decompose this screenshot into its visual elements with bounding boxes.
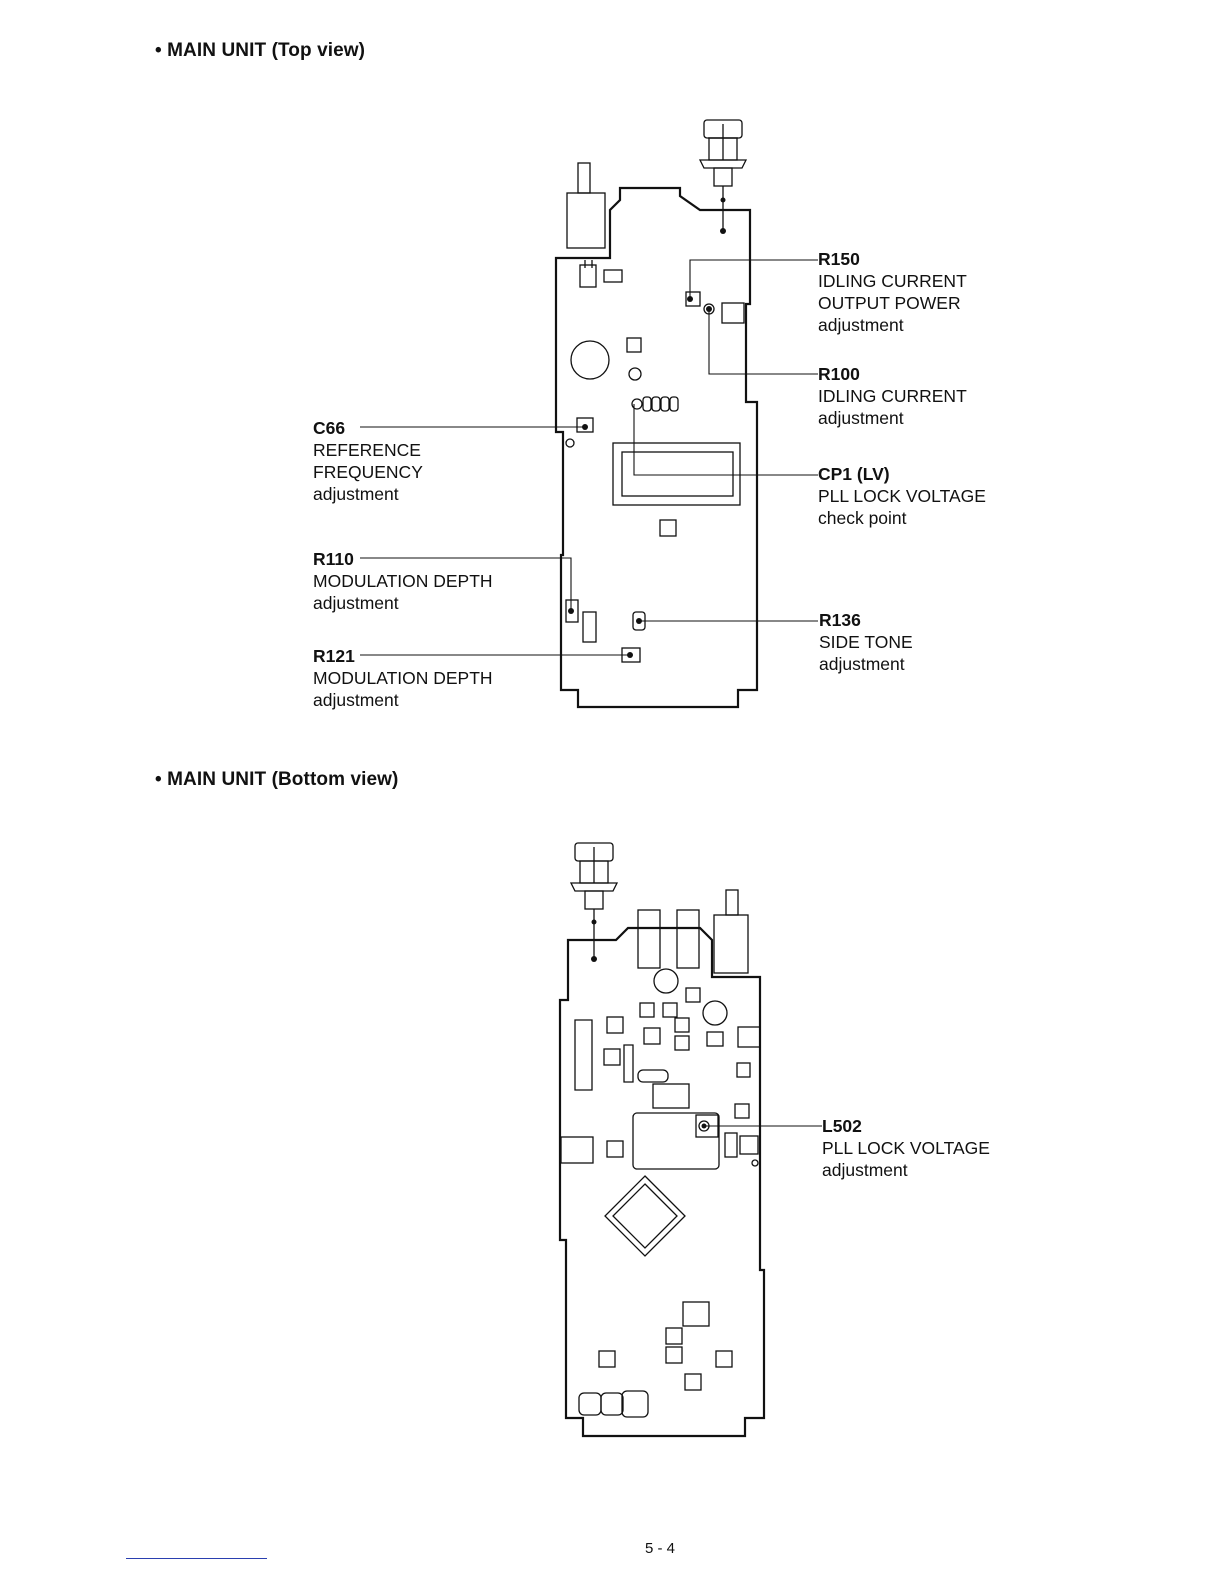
callout-r150-line-3: adjustment <box>818 315 904 335</box>
callout-r121-ref: R121 <box>313 646 355 666</box>
callout-l502-ref: L502 <box>822 1116 862 1136</box>
page-number: 5 - 4 <box>645 1540 676 1557</box>
leader-r150 <box>689 259 818 298</box>
heading-bottom-view: • MAIN UNIT (Bottom view) <box>155 769 399 790</box>
callout-r100-ref: R100 <box>818 364 860 384</box>
callout-r136: R136 SIDE TONE adjustment <box>819 609 913 675</box>
callout-r100-line-1: IDLING CURRENT <box>818 386 967 406</box>
bottom-view-leaders <box>698 1120 822 1132</box>
top-view-leaders <box>360 259 818 658</box>
callout-r100-line-2: adjustment <box>818 408 904 428</box>
callout-r121-line-1: MODULATION DEPTH <box>313 668 493 688</box>
callout-l502: L502 PLL LOCK VOLTAGE adjustment <box>822 1115 990 1181</box>
callout-c66-line-1: REFERENCE <box>313 440 421 460</box>
callout-r136-line-2: adjustment <box>819 654 905 674</box>
callout-r150-line-1: IDLING CURRENT <box>818 271 967 291</box>
footer-rule <box>126 1558 267 1559</box>
top-antenna-connector <box>698 119 748 234</box>
callout-r100: R100 IDLING CURRENT adjustment <box>818 363 967 429</box>
callout-l502-line-2: adjustment <box>822 1160 908 1180</box>
bottom-view-board <box>558 842 766 1438</box>
leader-r100 <box>708 309 818 375</box>
leader-cp1 <box>633 458 818 476</box>
callout-r150-line-2: OUTPUT POWER <box>818 293 961 313</box>
callout-r110-line-1: MODULATION DEPTH <box>313 571 493 591</box>
leader-r110 <box>360 557 572 611</box>
callout-r136-line-1: SIDE TONE <box>819 632 913 652</box>
callout-cp1-ref: CP1 (LV) <box>818 464 890 484</box>
callout-c66: C66 REFERENCE FREQUENCY adjustment <box>313 417 423 505</box>
callout-l502-line-1: PLL LOCK VOLTAGE <box>822 1138 990 1158</box>
callout-c66-ref: C66 <box>313 418 346 438</box>
callout-cp1-line-1: PLL LOCK VOLTAGE <box>818 486 986 506</box>
callout-r110: R110 MODULATION DEPTH adjustment <box>313 548 493 614</box>
callout-cp1: CP1 (LV) PLL LOCK VOLTAGE check point <box>818 463 986 529</box>
callout-r121-line-2: adjustment <box>313 690 399 710</box>
top-view-board <box>554 119 759 709</box>
bottom-board-outline <box>558 926 766 1438</box>
bottom-antenna-connector <box>569 842 619 962</box>
callout-r121: R121 MODULATION DEPTH adjustment <box>313 645 493 711</box>
top-board-outline <box>554 186 759 709</box>
callout-r150-ref: R150 <box>818 249 860 269</box>
callout-r150: R150 IDLING CURRENT OUTPUT POWER adjustm… <box>818 248 967 336</box>
callout-c66-line-2: FREQUENCY <box>313 462 423 482</box>
callout-r110-ref: R110 <box>313 549 354 569</box>
callout-c66-line-3: adjustment <box>313 484 399 504</box>
heading-top-view: • MAIN UNIT (Top view) <box>155 40 366 61</box>
callout-cp1-line-2: check point <box>818 508 907 528</box>
callout-r110-line-2: adjustment <box>313 593 399 613</box>
callout-r136-ref: R136 <box>819 610 861 630</box>
